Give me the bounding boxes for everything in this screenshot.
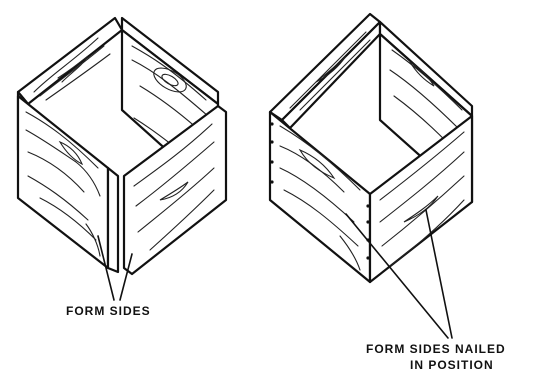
right-form-assembly [270,14,472,338]
form-sides-label: FORM SIDES [66,304,151,318]
right-front-left-panel [270,112,370,282]
in-position-label: IN POSITION [410,358,494,372]
form-sides-nailed-label: FORM SIDES NAILED [366,342,506,356]
right-back-left-panel [270,14,380,128]
left-front-left-panel [18,96,118,272]
left-form-assembly [18,18,226,300]
